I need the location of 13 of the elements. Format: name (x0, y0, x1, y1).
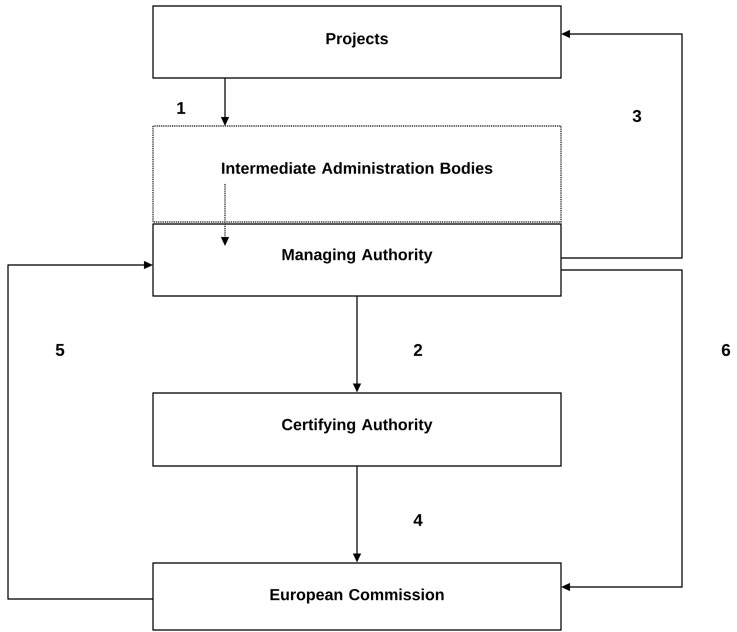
process-box: Projects (152, 5, 562, 79)
edge-label: 2 (414, 344, 422, 356)
edge-label: 4 (414, 514, 423, 526)
process-box: Certifying Authority (152, 392, 562, 467)
edge-label: 6 (722, 344, 730, 356)
arrow (561, 269, 683, 592)
process-box: Intermediate Administration Bodies (152, 125, 562, 223)
arrow (7, 260, 153, 600)
process-box: Managing Authority (152, 223, 562, 297)
edge-label: 5 (56, 344, 64, 356)
process-box: European Commission (152, 562, 562, 631)
edge-label: 1 (177, 102, 186, 114)
edge-label: 3 (632, 110, 642, 122)
